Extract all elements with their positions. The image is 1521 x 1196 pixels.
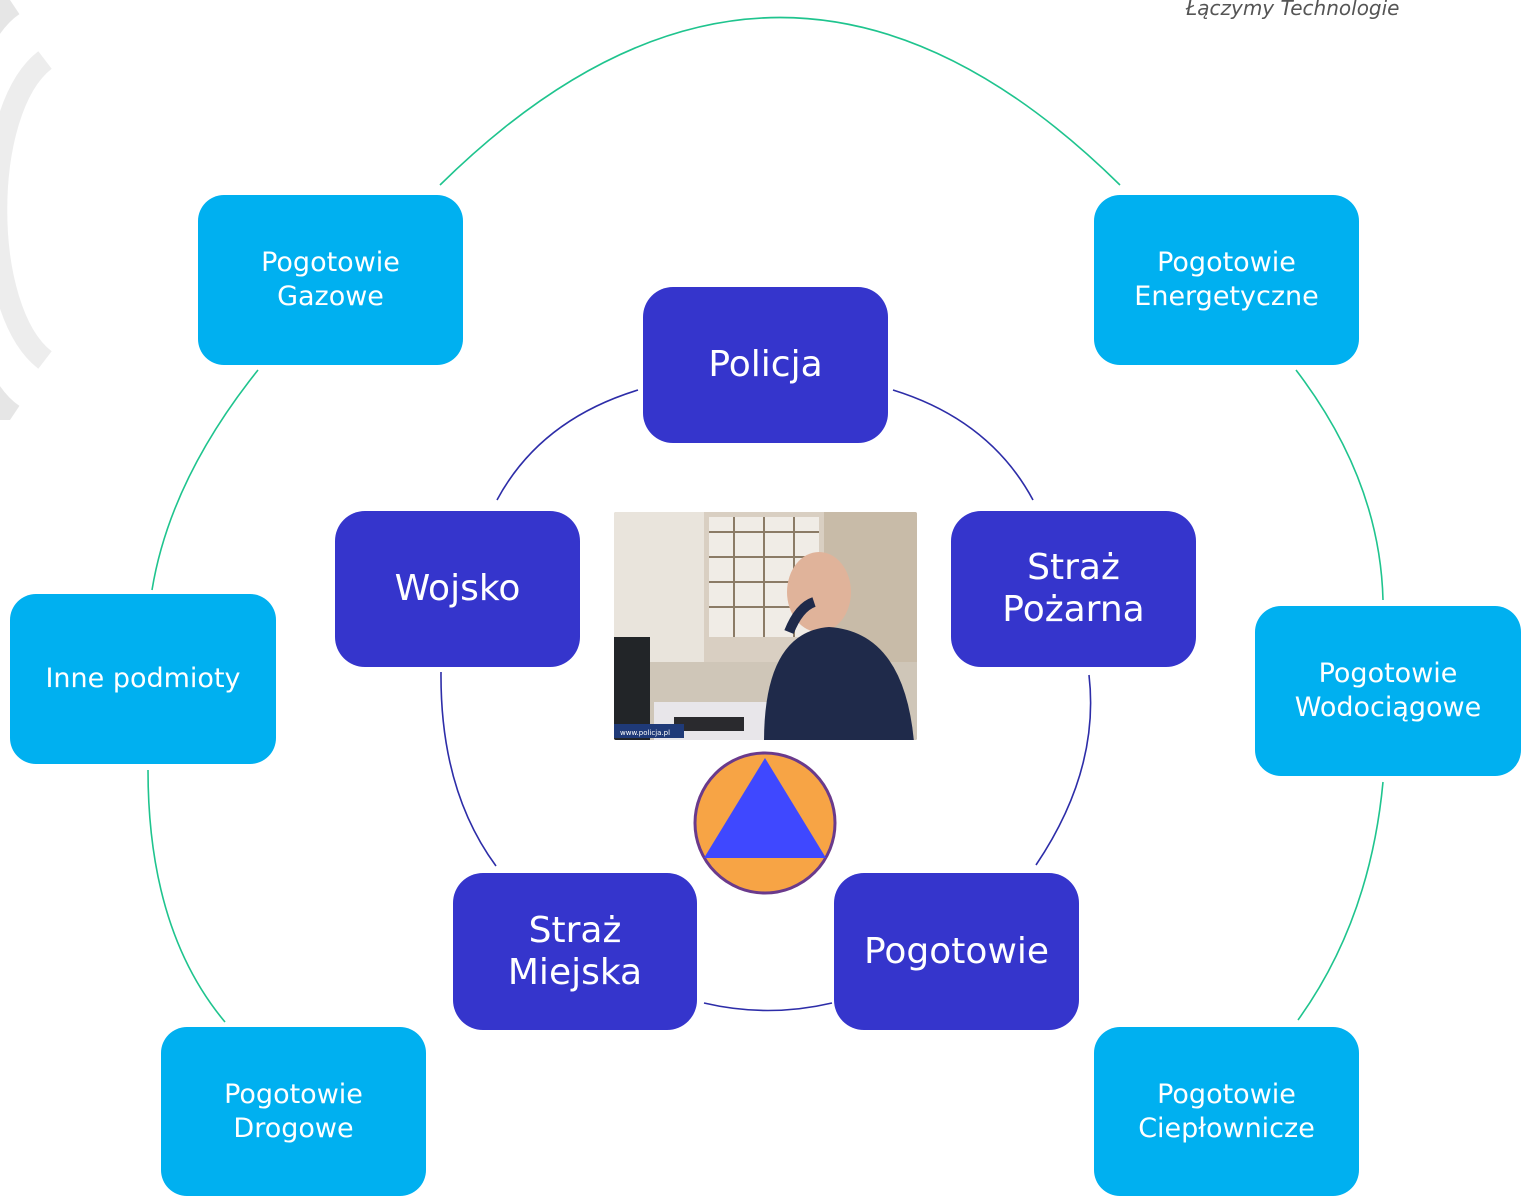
inner-ring-arc-left [440, 671, 497, 867]
node-label: Straż Miejska [507, 909, 643, 993]
node-label: Pogotowie Energetyczne [1134, 247, 1319, 312]
inner-ring-arc-bottom [703, 1002, 833, 1012]
dispatcher-photo-illustration: www.policja.pl [614, 512, 917, 740]
node-pogotowie-drogowe: Pogotowie Drogowe [161, 1027, 426, 1196]
node-pogotowie-energetyczne: Pogotowie Energetyczne [1094, 195, 1359, 365]
outer-ring-arc-right-upper [1295, 369, 1384, 601]
node-label: Straż Pożarna [1002, 547, 1145, 630]
node-pogotowie-wodociagowe: Pogotowie Wodociągowe [1255, 606, 1521, 776]
photo-caption: www.policja.pl [620, 729, 670, 737]
node-label: Pogotowie Ciepłownicze [1138, 1078, 1315, 1144]
inner-ring-arc-top-left [496, 389, 639, 501]
inner-ring-arc-right [1035, 674, 1092, 866]
node-pogotowie-cieplownicze: Pogotowie Ciepłownicze [1094, 1027, 1359, 1196]
outer-ring-arc-left-lower [147, 769, 226, 1023]
node-policja: Policja [643, 287, 888, 443]
node-pogotowie: Pogotowie [834, 873, 1079, 1030]
outer-ring-arc-right-lower [1297, 781, 1384, 1021]
node-pogotowie-gazowe: Pogotowie Gazowe [198, 195, 463, 365]
node-label: Inne podmioty [45, 663, 241, 694]
civil-defense-emblem-icon [693, 751, 837, 895]
node-label: Pogotowie Gazowe [261, 247, 400, 312]
node-label: Pogotowie [863, 930, 1050, 972]
node-straz-miejska: Straż Miejska [453, 873, 697, 1030]
outer-ring-arc-left-upper [151, 369, 259, 591]
inner-ring-arc-top-right [892, 389, 1034, 501]
node-straz-pozarna: Straż Pożarna [951, 511, 1196, 667]
watermark-logo [0, 0, 53, 420]
node-label: Pogotowie Drogowe [224, 1078, 363, 1144]
outer-ring-arc-top [439, 16, 1121, 186]
node-label: Wojsko [394, 568, 521, 609]
node-wojsko: Wojsko [335, 511, 580, 667]
dispatcher-photo: www.policja.pl [614, 512, 917, 740]
node-label: Pogotowie Wodociągowe [1294, 658, 1482, 723]
logo-tagline: Łączymy Technologie [1186, 0, 1400, 20]
node-inne-podmioty: Inne podmioty [10, 594, 276, 764]
node-label: Policja [708, 344, 823, 385]
